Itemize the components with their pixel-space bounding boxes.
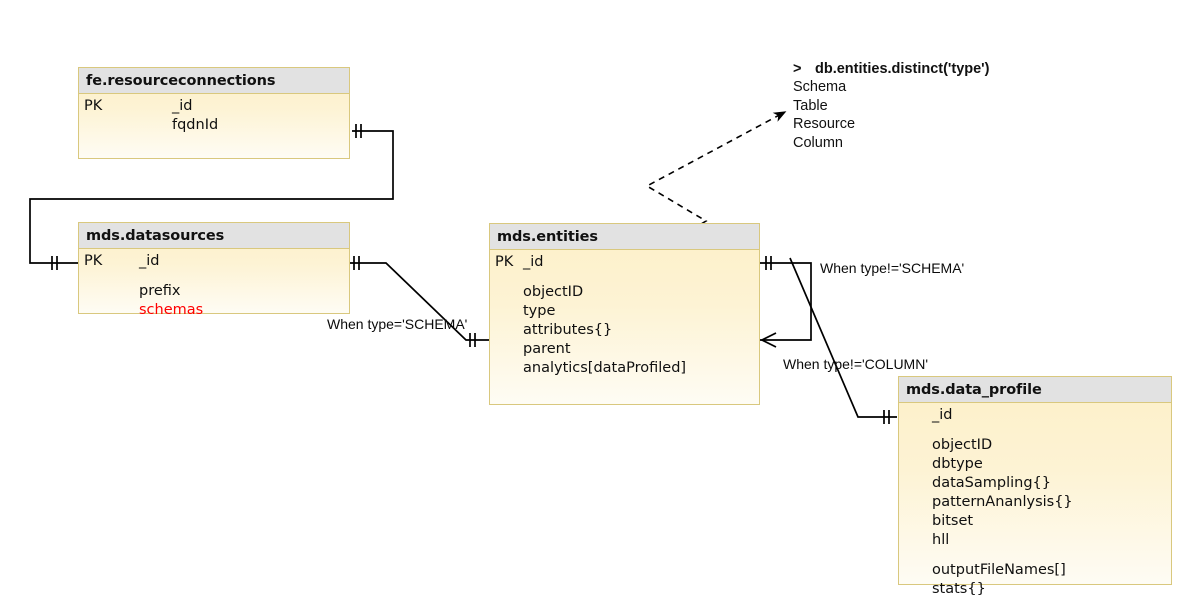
field-row: stats{} [899,581,1171,600]
field-name: objectID [523,284,584,300]
field-row: attributes{} [490,322,759,341]
field-row: type [490,303,759,322]
relationship-label-type-not-schema: When type!='SCHEMA' [820,260,965,276]
entity-mds-data-profile[interactable]: mds.data_profile _id objectID dbtype dat… [898,376,1172,597]
field-row: prefix [79,283,349,302]
field-name: parent [523,341,571,357]
field-row: parent [490,341,759,360]
query-result-item: Column [793,134,843,151]
query-result-item: Table [793,97,828,114]
entity-mds-datasources[interactable]: mds.datasources PK _id prefix schemas [78,222,350,318]
query-command: db.entities.distinct('type') [815,61,990,77]
field-row: patternAnanlysis{} [899,494,1171,513]
field-name: _id [523,254,544,270]
field-name: _id [932,407,953,423]
entity-fields: PK _id objectID type attributes{} parent [490,250,759,379]
query-command-line: > db.entities.distinct('type') [793,60,989,78]
field-row: dataSampling{} [899,475,1171,494]
relationship-label-type-not-column: When type!='COLUMN' [783,356,929,372]
field-name: type [523,303,556,319]
relationship-label-type-equals-schema: When type='SCHEMA' [327,316,468,332]
field-row: fqdnId [79,117,349,136]
entity-title: mds.entities [490,224,759,250]
query-result-item: Resource [793,116,856,132]
entity-fields: PK _id fqdnId [79,94,349,136]
field-name: patternAnanlysis{} [932,494,1073,510]
entity-fe-resourceconnections[interactable]: fe.resourceconnections PK _id fqdnId [78,67,350,159]
field-name: fqdnId [172,117,219,133]
field-name: analytics[dataProfiled] [523,360,687,376]
field-row: PK _id [79,98,349,117]
link-entities-data-profile [789,257,897,424]
field-name: objectID [932,437,993,453]
field-row: PK _id [490,254,759,273]
field-row: dbtype [899,456,1171,475]
mongo-shell-output: > db.entities.distinct('type') Schema Tab… [793,60,989,152]
shell-prompt-icon: > [793,61,802,77]
link-datasources-entities [350,256,489,347]
field-row: PK _id [79,253,349,272]
field-row: objectID [899,437,1171,456]
field-row: analytics[dataProfiled] [490,360,759,379]
entity-title: mds.data_profile [899,377,1171,403]
entity-fields: PK _id prefix schemas [79,249,349,321]
link-entities-self-parent [760,256,812,348]
field-name: _id [172,98,193,114]
entity-mds-entities[interactable]: mds.entities PK _id objectID type attrib… [489,223,760,405]
query-result-item: Schema [793,79,847,95]
field-row: _id [899,407,1171,426]
field-name: bitset [932,513,974,529]
field-row: schemas [79,302,349,321]
field-key: PK [495,254,514,270]
field-key: PK [84,98,103,114]
field-name: dataSampling{} [932,475,1051,491]
field-row: outputFileNames[] [899,562,1171,581]
entity-title: mds.datasources [79,223,349,249]
entity-title: fe.resourceconnections [79,68,349,94]
field-name: dbtype [932,456,983,472]
field-name: hll [932,532,950,548]
field-name: prefix [139,283,181,299]
field-name: _id [139,253,160,269]
field-name: attributes{} [523,322,613,338]
field-row: hll [899,532,1171,551]
field-row: objectID [490,284,759,303]
field-name: stats{} [932,581,986,597]
entity-fields: _id objectID dbtype dataSampling{} patte… [899,403,1171,600]
field-name: outputFileNames[] [932,562,1066,578]
field-key: PK [84,253,103,269]
field-name-highlighted: schemas [139,302,204,318]
field-row: bitset [899,513,1171,532]
